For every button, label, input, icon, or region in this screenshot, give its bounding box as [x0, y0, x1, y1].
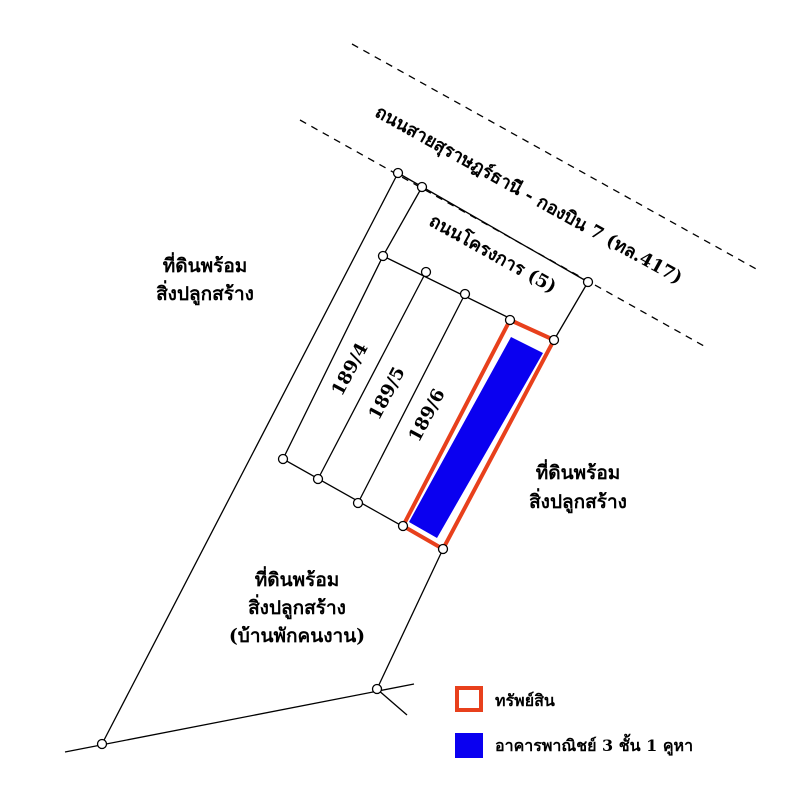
survey-point: [459, 288, 471, 300]
neighbor-line: สิ่งปลูกสร้าง: [248, 594, 346, 620]
boundary-highway-frontage: [397, 172, 589, 283]
neighbor-line: สิ่งปลูกสร้าง: [156, 280, 254, 306]
survey-point: [277, 453, 289, 465]
commercial-building: [409, 337, 543, 538]
survey-point: [312, 473, 324, 485]
plot-label-189-4: 189/4: [328, 339, 373, 399]
legend-property-label: ทรัพย์สิน: [495, 691, 555, 710]
legend: ทรัพย์สิน อาคารพาณิชย์ 3 ชั้น 1 คูหา: [455, 686, 693, 758]
survey-point: [371, 683, 383, 695]
plot-divider-1: [317, 271, 427, 480]
survey-point: [397, 520, 409, 532]
boundary-right-lower: [376, 548, 444, 690]
neighbor-line: (บ้านพักคนงาน): [229, 625, 365, 647]
boundary-bottom: [64, 683, 415, 753]
legend-building-swatch: [455, 733, 483, 758]
survey-point: [504, 314, 516, 326]
survey-point: [420, 266, 432, 278]
survey-point: [548, 334, 560, 346]
neighbor-line: ที่ดินพร้อม: [163, 252, 248, 277]
survey-point: [352, 497, 364, 509]
legend-building-label: อาคารพาณิชย์ 3 ชั้น 1 คูหา: [495, 733, 693, 757]
plot-label-189-6: 189/6: [405, 385, 450, 445]
survey-point: [377, 250, 389, 262]
project-road-edge-right: [553, 281, 589, 341]
neighbor-label-bottom: ที่ดินพร้อม สิ่งปลูกสร้าง (บ้านพักคนงาน): [229, 566, 365, 647]
survey-point: [416, 181, 428, 193]
neighbor-line: สิ่งปลูกสร้าง: [529, 488, 627, 514]
survey-point: [392, 167, 404, 179]
legend-property-swatch: [455, 686, 483, 712]
neighbor-line: ที่ดินพร้อม: [255, 566, 340, 591]
survey-point: [582, 276, 594, 288]
highway-edge-north: [351, 43, 759, 271]
boundary-left-long: [101, 172, 399, 745]
boundary-bottom-spur: [376, 688, 408, 716]
neighbor-label-top-left: ที่ดินพร้อม สิ่งปลูกสร้าง: [156, 252, 254, 306]
neighbor-label-right: ที่ดินพร้อม สิ่งปลูกสร้าง: [529, 459, 627, 514]
survey-point: [437, 543, 449, 555]
survey-points: [96, 167, 594, 750]
plot-divider-2: [357, 293, 466, 504]
survey-point: [96, 738, 108, 750]
neighbor-line: ที่ดินพร้อม: [536, 459, 621, 484]
project-road-edge-left: [382, 186, 423, 257]
